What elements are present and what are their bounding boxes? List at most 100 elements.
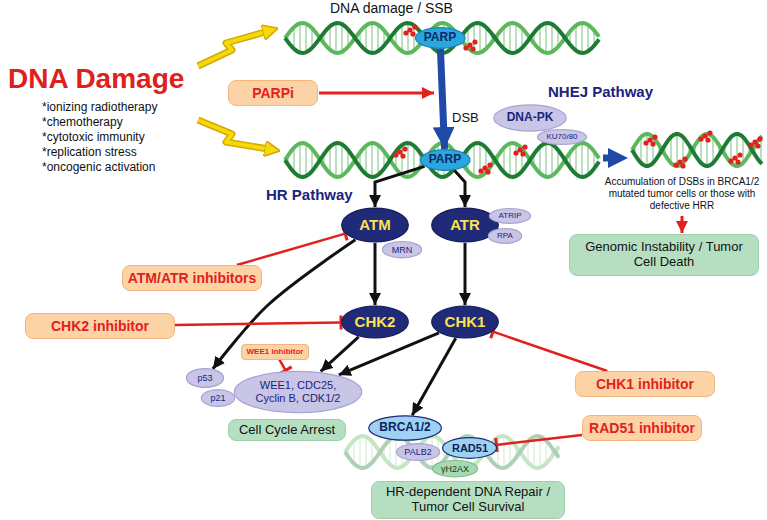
helix-rung bbox=[545, 23, 547, 53]
helix-rung bbox=[551, 24, 553, 52]
helix-rung bbox=[676, 134, 678, 166]
helix-rung bbox=[652, 137, 654, 163]
activation-arrow bbox=[375, 166, 424, 207]
helix-strand bbox=[632, 134, 762, 166]
damage-dot bbox=[412, 24, 417, 29]
protein-ellipse: WEE1, CDC25, Cyclin B, CDK1/2 bbox=[233, 370, 363, 414]
dna-helices bbox=[285, 23, 762, 468]
node-label: ATRIP bbox=[499, 211, 522, 220]
node-label: PARP bbox=[424, 31, 456, 45]
ellipse-shape bbox=[432, 306, 499, 338]
damage-dot bbox=[652, 134, 657, 139]
helix-rung bbox=[341, 24, 343, 52]
node-text-block: γH2AX bbox=[441, 464, 469, 474]
activation-arrow bbox=[440, 49, 444, 149]
helix-rung bbox=[539, 26, 541, 49]
helix-rung bbox=[742, 137, 744, 163]
helix-rung bbox=[515, 24, 517, 53]
repair-protein-ellipse: BRCA1/2 bbox=[368, 415, 442, 441]
ellipse-shape bbox=[369, 416, 442, 440]
damage-dot bbox=[410, 31, 415, 36]
damage-dot bbox=[478, 168, 483, 173]
parp-ellipse: PARP bbox=[420, 149, 471, 171]
node-label: γH2AX bbox=[441, 464, 469, 474]
outcome-box: Cell Cycle Arrest bbox=[228, 419, 346, 441]
inhibition-connector bbox=[493, 332, 607, 371]
damage-dot bbox=[650, 141, 655, 146]
damage-dot bbox=[728, 158, 733, 163]
helix-rung bbox=[670, 137, 672, 163]
helix-rung bbox=[299, 143, 301, 176]
protein-ellipse: p53 bbox=[186, 368, 224, 388]
damage-dot bbox=[513, 150, 518, 155]
damage-dot bbox=[472, 39, 477, 44]
node-text-block: RPA bbox=[497, 231, 513, 240]
node-text-block: Cell Cycle Arrest bbox=[239, 423, 335, 438]
helix-rung bbox=[365, 146, 367, 174]
node-label: CHK2 inhibitor bbox=[51, 318, 149, 334]
damage-dot bbox=[400, 153, 405, 158]
damage-dot bbox=[643, 140, 648, 145]
node-text-block: DNA-PK bbox=[507, 111, 554, 125]
lightning-bolt bbox=[198, 30, 272, 66]
protein-ellipse: PALB2 bbox=[396, 443, 440, 461]
helix-rung bbox=[551, 144, 553, 175]
helix-rung bbox=[341, 144, 343, 175]
helix-rung bbox=[377, 25, 379, 51]
damage-dot bbox=[487, 162, 492, 167]
node-text-block: RAD51 inhibitor bbox=[589, 420, 695, 436]
ellipse-shape bbox=[489, 208, 530, 223]
inhibition-connector bbox=[175, 322, 341, 324]
node-text-block: Genomic Instability / Tumor Cell Death bbox=[576, 240, 752, 270]
damage-dot bbox=[403, 30, 408, 35]
helix-rung bbox=[587, 25, 589, 51]
node-text-block: HR-dependent DNA Repair / Tumor Cell Sur… bbox=[377, 485, 559, 515]
damage-dot bbox=[682, 156, 687, 161]
inhibition-connector bbox=[279, 360, 285, 371]
node-text-block: WEE1, CDC25, Cyclin B, CDK1/2 bbox=[252, 379, 344, 404]
inhibitor-box: CHK1 inhibitor bbox=[575, 371, 715, 397]
node-label: RAD51 bbox=[452, 442, 488, 455]
ellipse-shape bbox=[396, 444, 439, 461]
helix-rung bbox=[515, 144, 517, 176]
bullet-label: *ionizing radiotherapy bbox=[42, 100, 157, 114]
node-label: BRCA1/2 bbox=[379, 421, 430, 435]
lightning-bolt bbox=[198, 120, 274, 150]
node-text-block: CHK2 bbox=[355, 313, 396, 330]
damage-dot bbox=[737, 152, 742, 157]
helix-rung bbox=[539, 147, 541, 174]
inhibition-connector bbox=[496, 435, 582, 445]
helix-rung bbox=[401, 25, 403, 51]
damage-dot bbox=[705, 137, 710, 142]
helix-rung bbox=[581, 23, 583, 53]
damage-dot bbox=[522, 144, 527, 149]
kinase-ellipse: ATM bbox=[341, 207, 409, 243]
node-text-block: MRN bbox=[392, 245, 413, 255]
outcome-box: Genomic Instability / Tumor Cell Death bbox=[569, 234, 759, 276]
node-label: CHK1 inhibitor bbox=[596, 376, 694, 392]
nhej-arrow bbox=[603, 155, 620, 162]
damage-dot bbox=[735, 159, 740, 164]
node-label: DNA-PK bbox=[507, 111, 554, 125]
damage-dot bbox=[757, 136, 762, 141]
lightning-bolt bbox=[198, 30, 272, 66]
node-label: PALB2 bbox=[404, 447, 431, 457]
damage-dot bbox=[485, 169, 490, 174]
helix-rung bbox=[503, 436, 505, 468]
damage-dot bbox=[755, 143, 760, 148]
ellipse-shape bbox=[432, 461, 477, 477]
helix-rung bbox=[305, 144, 307, 176]
damage-dot bbox=[707, 130, 712, 135]
node-text-block: ATRIP bbox=[499, 211, 522, 220]
helix-rung bbox=[305, 24, 307, 53]
helix-rung bbox=[335, 23, 337, 53]
helix-strand bbox=[285, 23, 599, 53]
activation-arrow bbox=[412, 338, 456, 415]
protein-ellipse: ATRIP bbox=[489, 208, 531, 224]
activation-arrow bbox=[464, 243, 467, 305]
node-label: RPA bbox=[497, 231, 513, 240]
node-label: Cell Cycle Arrest bbox=[239, 423, 335, 438]
node-label: ATM/ATR inhibitors bbox=[128, 270, 257, 286]
helix-rung bbox=[509, 143, 511, 176]
protein-ellipse: DNA-PK bbox=[493, 104, 567, 132]
